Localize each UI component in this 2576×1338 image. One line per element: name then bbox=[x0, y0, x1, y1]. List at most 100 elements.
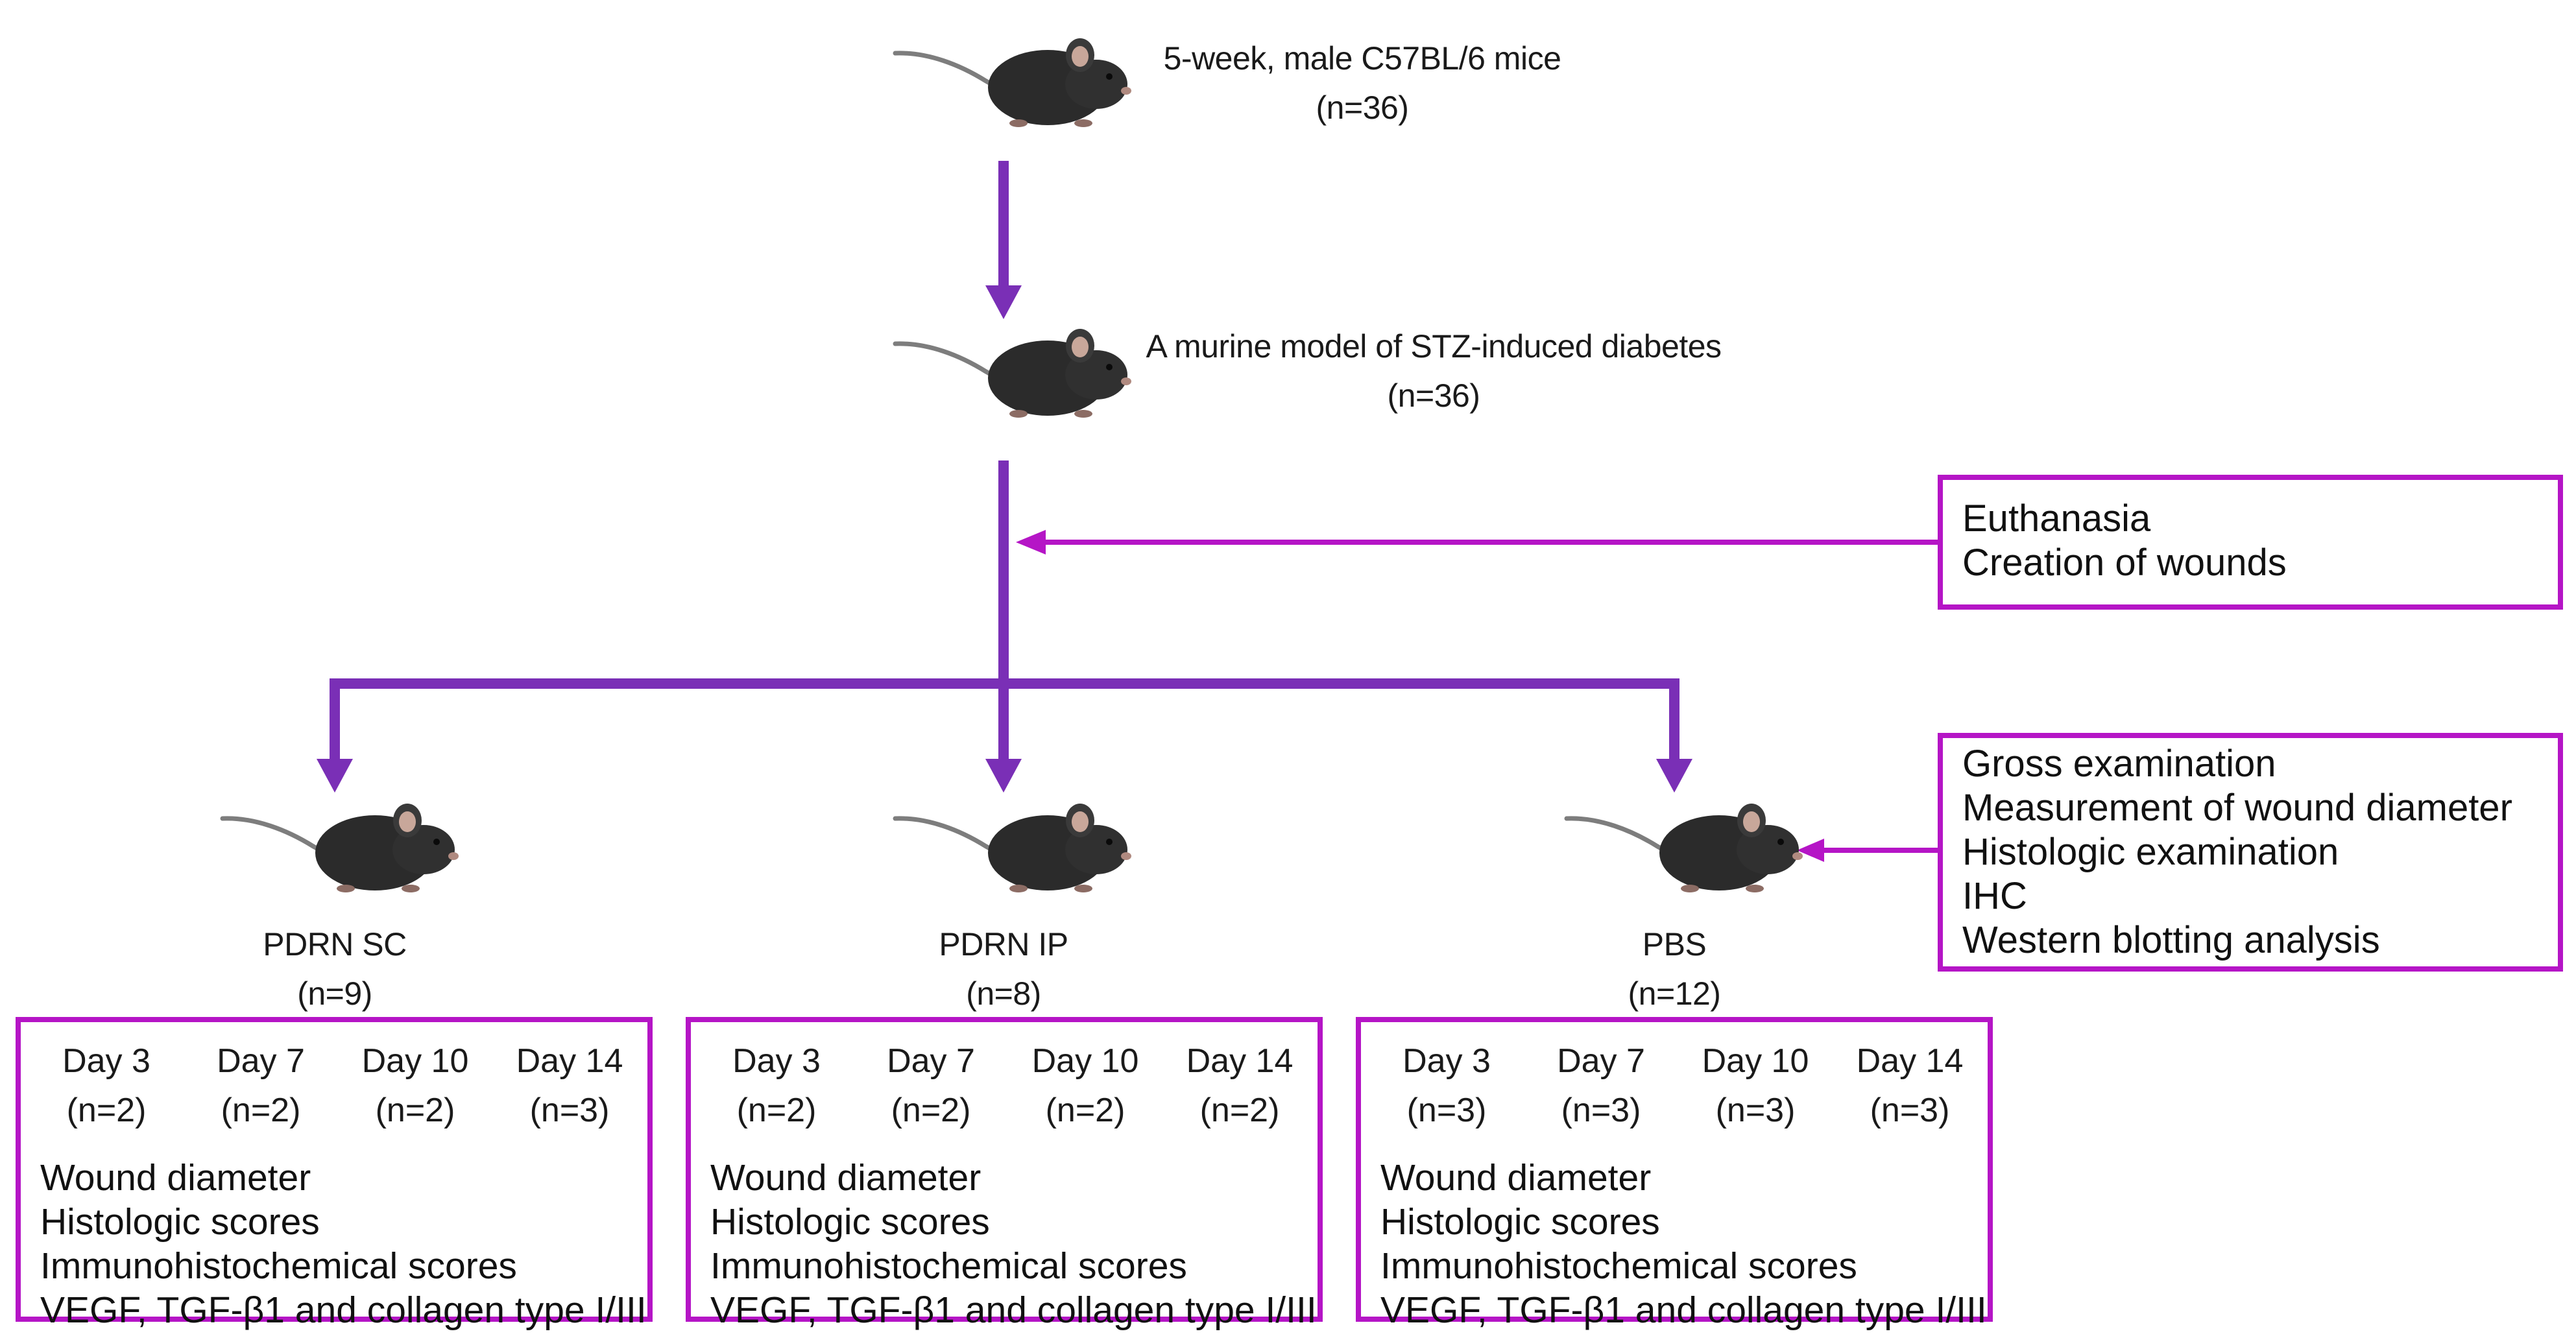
timepoint: Day 3 (n=2) bbox=[699, 1036, 854, 1135]
arrow-branch-right bbox=[1669, 678, 1679, 761]
arrow-head-analysis bbox=[1797, 839, 1824, 862]
procedures-item: Euthanasia bbox=[1962, 497, 2151, 540]
connector-trunk bbox=[998, 460, 1009, 687]
group-n: (n=12) bbox=[1628, 975, 1721, 1012]
timepoint: Day 10 (n=3) bbox=[1678, 1036, 1833, 1135]
group-label-pdrn-sc: PDRN SC (n=9) bbox=[205, 920, 464, 1018]
timepoint-n: (n=3) bbox=[529, 1092, 610, 1129]
procedures-box: Euthanasia Creation of wounds bbox=[1938, 475, 2563, 610]
top-n: (n=36) bbox=[1316, 90, 1409, 126]
measures-list: Wound diameter Histologic scores Immunoh… bbox=[40, 1156, 647, 1332]
measure-item: Histologic scores bbox=[1380, 1201, 1660, 1243]
mouse-icon bbox=[1564, 804, 1803, 892]
timepoint: Day 10 (n=2) bbox=[337, 1036, 493, 1135]
arrow-head-right bbox=[1656, 759, 1692, 793]
measure-item: Histologic scores bbox=[40, 1201, 320, 1243]
analysis-item: Western blotting analysis bbox=[1962, 919, 2380, 961]
group-label-pdrn-ip: PDRN IP (n=8) bbox=[874, 920, 1133, 1018]
timepoints: Day 3 (n=3) Day 7 (n=3) Day 10 (n=3) Day… bbox=[1361, 1036, 1988, 1140]
arrow-procedures bbox=[1041, 540, 1938, 545]
measure-item: Immunohistochemical scores bbox=[1380, 1245, 1857, 1287]
measure-item: Wound diameter bbox=[710, 1157, 981, 1199]
arrow-analysis bbox=[1823, 848, 1938, 853]
model-title: A murine model of STZ-induced diabetes bbox=[1146, 328, 1722, 364]
timepoints: Day 3 (n=2) Day 7 (n=2) Day 10 (n=2) Day… bbox=[21, 1036, 647, 1140]
timepoint-day: Day 10 bbox=[361, 1042, 469, 1080]
timepoint: Day 10 (n=2) bbox=[1007, 1036, 1163, 1135]
mouse-icon bbox=[893, 329, 1131, 418]
timepoint: Day 7 (n=2) bbox=[853, 1036, 1009, 1135]
analysis-item: Gross examination bbox=[1962, 743, 2276, 785]
timepoint-day: Day 3 bbox=[1402, 1042, 1491, 1080]
timepoint-n: (n=2) bbox=[66, 1092, 147, 1129]
timepoint: Day 3 (n=3) bbox=[1369, 1036, 1524, 1135]
timepoint-day: Day 10 bbox=[1702, 1042, 1809, 1080]
mouse-icon bbox=[893, 804, 1131, 892]
arrow-head-procedures bbox=[1016, 530, 1046, 555]
arrow-branch-middle bbox=[998, 678, 1009, 761]
arrow-head-middle bbox=[985, 759, 1022, 793]
timepoint-n: (n=2) bbox=[1199, 1092, 1280, 1129]
group-n: (n=9) bbox=[297, 975, 372, 1012]
analysis-item: Histologic examination bbox=[1962, 831, 2339, 873]
group-name: PDRN SC bbox=[263, 926, 407, 962]
measure-item: VEGF, TGF-β1 and collagen type I/III bbox=[1380, 1289, 1987, 1331]
measures-list: Wound diameter Histologic scores Immunoh… bbox=[710, 1156, 1317, 1332]
timepoint-day: Day 10 bbox=[1031, 1042, 1139, 1080]
timepoint-day: Day 7 bbox=[217, 1042, 305, 1080]
arrow-branch-left bbox=[330, 678, 340, 761]
timepoint-day: Day 14 bbox=[1856, 1042, 1964, 1080]
top-title: 5-week, male C57BL/6 mice bbox=[1163, 40, 1561, 77]
timepoint: Day 14 (n=3) bbox=[1832, 1036, 1988, 1135]
timepoint: Day 3 (n=2) bbox=[29, 1036, 184, 1135]
analysis-item: IHC bbox=[1962, 875, 2027, 917]
measure-item: VEGF, TGF-β1 and collagen type I/III bbox=[40, 1289, 647, 1331]
group-name: PDRN IP bbox=[939, 926, 1068, 962]
model-n: (n=36) bbox=[1387, 377, 1480, 414]
timepoint-n: (n=3) bbox=[1561, 1092, 1641, 1129]
measure-item: Wound diameter bbox=[1380, 1157, 1652, 1199]
timepoints: Day 3 (n=2) Day 7 (n=2) Day 10 (n=2) Day… bbox=[691, 1036, 1318, 1140]
group-name: PBS bbox=[1642, 926, 1707, 962]
analysis-item: Measurement of wound diameter bbox=[1962, 787, 2512, 829]
timepoint-day: Day 7 bbox=[887, 1042, 975, 1080]
procedures-item: Creation of wounds bbox=[1962, 542, 2287, 584]
group-box-pdrn-sc: Day 3 (n=2) Day 7 (n=2) Day 10 (n=2) Day… bbox=[16, 1017, 653, 1331]
model-label: A murine model of STZ-induced diabetes (… bbox=[1135, 322, 1732, 420]
measure-item: VEGF, TGF-β1 and collagen type I/III bbox=[710, 1289, 1317, 1331]
group-n: (n=8) bbox=[966, 975, 1041, 1012]
timepoint-n: (n=3) bbox=[1870, 1092, 1950, 1129]
group-label-pbs: PBS (n=12) bbox=[1545, 920, 1804, 1018]
timepoint-day: Day 3 bbox=[732, 1042, 821, 1080]
timepoint-n: (n=2) bbox=[891, 1092, 971, 1129]
analysis-box: Gross examination Measurement of wound d… bbox=[1938, 733, 2563, 972]
measure-item: Immunohistochemical scores bbox=[40, 1245, 517, 1287]
timepoint-day: Day 14 bbox=[1186, 1042, 1294, 1080]
group-box-pbs: Day 3 (n=3) Day 7 (n=3) Day 10 (n=3) Day… bbox=[1356, 1017, 1993, 1331]
timepoint-n: (n=2) bbox=[221, 1092, 301, 1129]
measure-item: Wound diameter bbox=[40, 1157, 311, 1199]
measures-list: Wound diameter Histologic scores Immunoh… bbox=[1380, 1156, 1987, 1332]
arrow-head-model bbox=[985, 285, 1022, 319]
measure-item: Immunohistochemical scores bbox=[710, 1245, 1187, 1287]
timepoint-n: (n=2) bbox=[736, 1092, 817, 1129]
timepoint-day: Day 7 bbox=[1557, 1042, 1645, 1080]
measure-item: Histologic scores bbox=[710, 1201, 990, 1243]
timepoint: Day 14 (n=3) bbox=[492, 1036, 647, 1135]
group-box-pdrn-ip: Day 3 (n=2) Day 7 (n=2) Day 10 (n=2) Day… bbox=[686, 1017, 1323, 1331]
timepoint-n: (n=3) bbox=[1406, 1092, 1487, 1129]
timepoint: Day 14 (n=2) bbox=[1162, 1036, 1318, 1135]
top-label: 5-week, male C57BL/6 mice (n=36) bbox=[1129, 34, 1596, 132]
timepoint-n: (n=2) bbox=[375, 1092, 455, 1129]
mouse-icon bbox=[893, 38, 1131, 127]
timepoint-day: Day 14 bbox=[516, 1042, 623, 1080]
timepoint-n: (n=3) bbox=[1715, 1092, 1796, 1129]
timepoint: Day 7 (n=2) bbox=[183, 1036, 339, 1135]
arrow-head-left bbox=[317, 759, 353, 793]
timepoint-n: (n=2) bbox=[1045, 1092, 1125, 1129]
arrow-top-to-model bbox=[998, 161, 1009, 288]
timepoint-day: Day 3 bbox=[62, 1042, 150, 1080]
mouse-icon bbox=[220, 804, 459, 892]
